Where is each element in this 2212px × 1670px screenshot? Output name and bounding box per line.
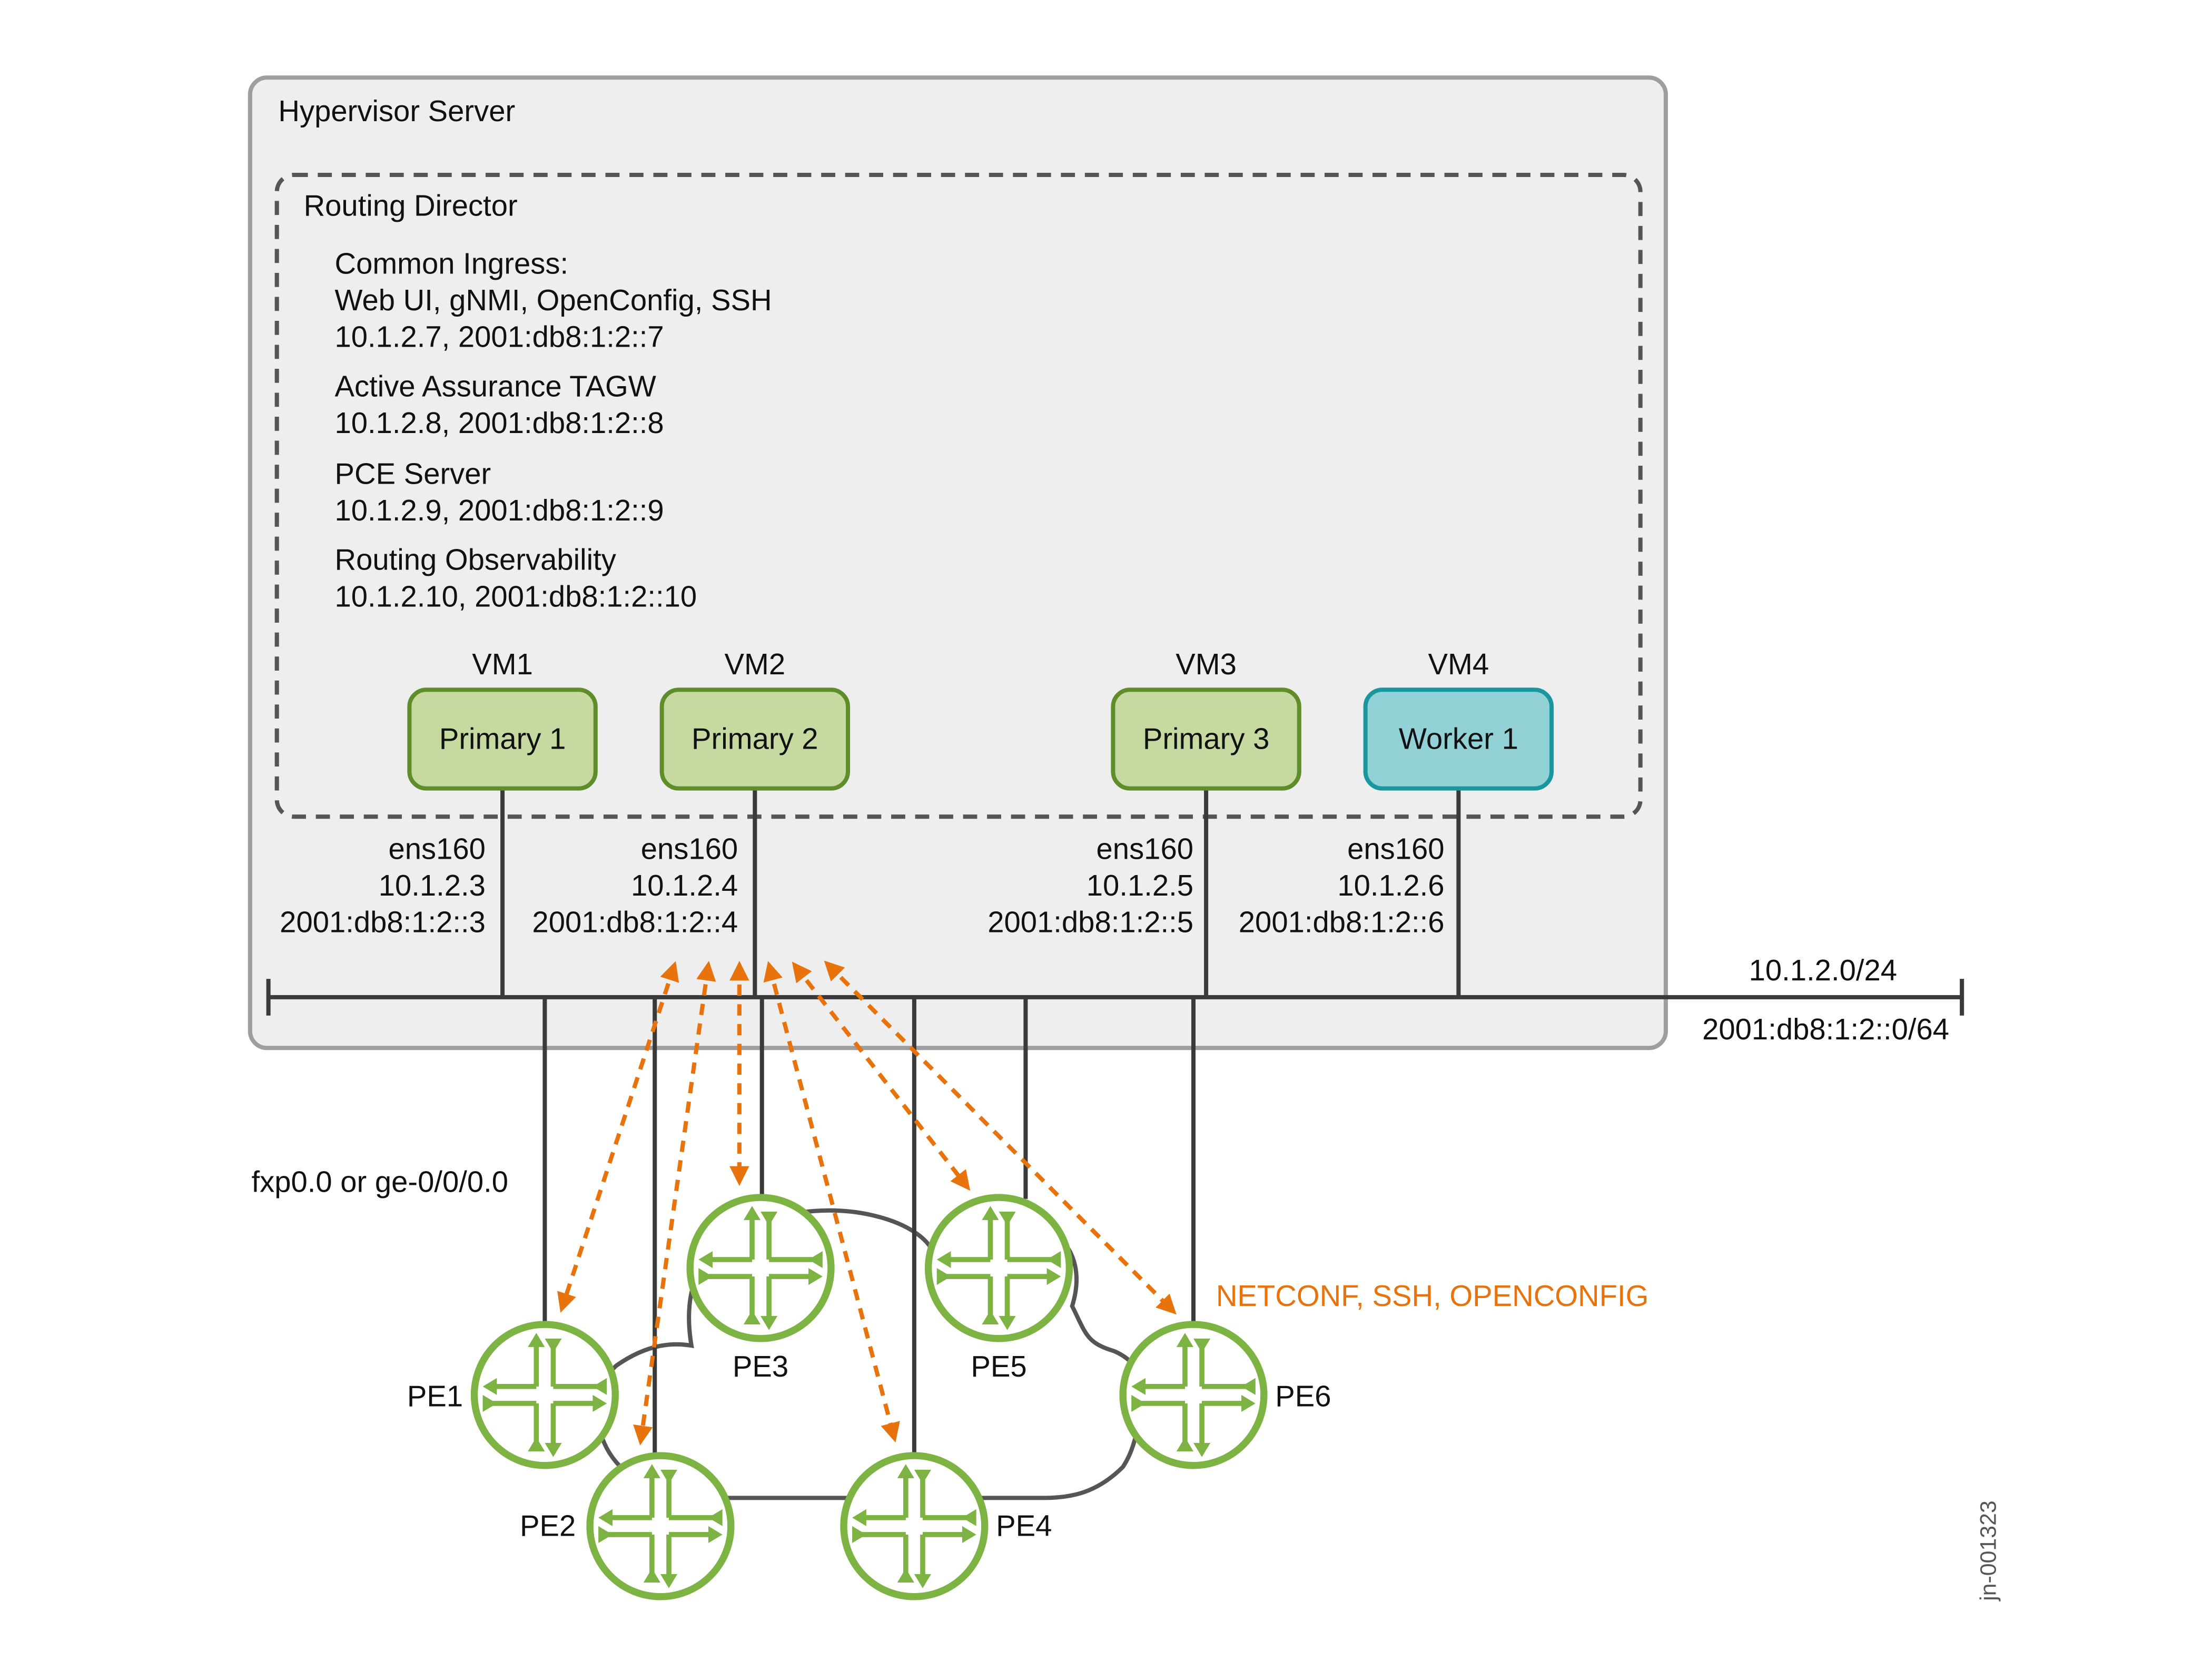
router-label: PE4	[996, 1509, 1052, 1543]
router-icon	[590, 1456, 731, 1597]
vm-box	[1363, 687, 1554, 791]
management-flows	[557, 960, 1177, 1446]
router-label: PE3	[733, 1350, 788, 1383]
router-icon	[929, 1197, 1070, 1339]
router-label: PE5	[971, 1350, 1026, 1383]
vm-4[interactable]: VM4 Worker 1	[1363, 647, 1554, 791]
vm1-ipv4: 10.1.2.3	[379, 869, 486, 902]
figure-id: jn-001323	[1976, 1500, 2001, 1602]
vm3-ipv4: 10.1.2.5	[1087, 869, 1193, 902]
service-line: Active Assurance TAGW	[334, 369, 656, 402]
router-pe1[interactable]: PE1	[407, 1324, 615, 1466]
flow-pe2	[633, 960, 716, 1446]
vm1-ipv6: 2001:db8:1:2::3	[280, 906, 486, 939]
router-pe5[interactable]: PE5	[929, 1197, 1070, 1383]
vm-name: VM4	[1428, 647, 1489, 681]
service-line: 10.1.2.8, 2001:db8:1:2::8	[334, 406, 664, 439]
vm4-ipv4: 10.1.2.6	[1337, 869, 1444, 902]
router-pe2[interactable]: PE2	[520, 1456, 731, 1597]
vm-label: Primary 3	[1143, 722, 1270, 755]
service-line: 10.1.2.7, 2001:db8:1:2::7	[334, 320, 664, 353]
vm-2[interactable]: VM2 Primary 2	[659, 647, 851, 791]
router-pe6[interactable]: PE6	[1123, 1324, 1331, 1466]
vm-box	[659, 687, 851, 791]
ipv4-subnet-label: 10.1.2.0/24	[1749, 954, 1897, 987]
vm4-iface: ens160	[1347, 832, 1444, 866]
flow-pe6	[824, 960, 1177, 1315]
vm-name: VM2	[725, 647, 786, 681]
router-icon	[1123, 1324, 1264, 1466]
vm-box	[1111, 687, 1301, 791]
vm4-ipv6: 2001:db8:1:2::6	[1239, 906, 1445, 939]
service-line: 10.1.2.9, 2001:db8:1:2::9	[334, 494, 664, 527]
routing-director-box	[274, 172, 1643, 819]
vm3-ipv6: 2001:db8:1:2::5	[987, 906, 1193, 939]
service-line: Routing Observability	[334, 543, 616, 576]
vm2-ipv4: 10.1.2.4	[631, 869, 738, 902]
vm2-ipv6: 2001:db8:1:2::4	[532, 906, 738, 939]
vm-1[interactable]: VM1 Primary 1	[407, 647, 598, 791]
service-line: Common Ingress:	[334, 247, 568, 280]
vm-label: Worker 1	[1399, 722, 1518, 755]
ipv6-subnet-label: 2001:db8:1:2::0/64	[1702, 1013, 1949, 1046]
vm-name: VM3	[1176, 647, 1237, 681]
service-line: 10.1.2.10, 2001:db8:1:2::10	[334, 579, 697, 613]
routing-director-label: Routing Director	[304, 189, 518, 222]
vm2-iface: ens160	[641, 832, 738, 866]
services-list: Common Ingress: Web UI, gNMI, OpenConfig…	[334, 247, 772, 613]
router-label: PE2	[520, 1509, 576, 1543]
vm-3[interactable]: VM3 Primary 3	[1111, 647, 1301, 791]
router-label: PE6	[1275, 1379, 1331, 1412]
service-line: Web UI, gNMI, OpenConfig, SSH	[334, 283, 772, 317]
router-icon	[475, 1324, 616, 1466]
vm-interfaces: ens160 10.1.2.3 2001:db8:1:2::3 ens160 1…	[280, 832, 1444, 939]
mgmt-interface-label: fxp0.0 or ge-0/0/0.0	[252, 1165, 509, 1198]
vm1-iface: ens160	[389, 832, 486, 866]
protocols-label: NETCONF, SSH, OPENCONFIG	[1216, 1279, 1649, 1312]
vm-name: VM1	[472, 647, 533, 681]
router-pe3[interactable]: PE3	[690, 1197, 831, 1383]
router-pe4[interactable]: PE4	[844, 1456, 1052, 1597]
service-line: PCE Server	[334, 457, 491, 490]
router-icon	[844, 1456, 985, 1597]
vm-links	[500, 788, 1461, 997]
hypervisor-label: Hypervisor Server	[278, 94, 515, 127]
vm3-iface: ens160	[1097, 832, 1193, 866]
vm-label: Primary 1	[439, 722, 566, 755]
router-icon	[690, 1197, 831, 1339]
router-label: PE1	[407, 1379, 463, 1412]
vm-label: Primary 2	[692, 722, 818, 755]
vm-box	[407, 687, 598, 791]
